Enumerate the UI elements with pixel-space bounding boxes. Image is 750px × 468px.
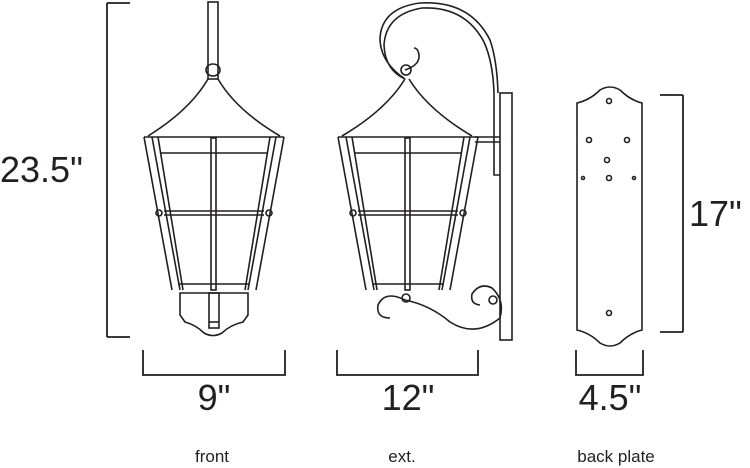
front-width-label: 9" xyxy=(198,377,231,418)
caption-ext: ext. xyxy=(388,447,415,466)
height-dimension-line xyxy=(106,2,130,338)
extension-label: 12" xyxy=(382,377,435,418)
side-view-lantern xyxy=(337,2,513,341)
back-plate-height-dimension-line xyxy=(660,94,684,333)
back-plate-width-label: 4.5" xyxy=(579,377,642,418)
back-plate-height-label: 17" xyxy=(689,193,742,234)
front-view-lantern xyxy=(143,1,285,337)
width-dimension-lines xyxy=(142,350,644,376)
back-plate xyxy=(576,86,643,347)
caption-front: front xyxy=(195,447,229,466)
height-label: 23.5" xyxy=(0,149,83,190)
caption-back-plate: back plate xyxy=(577,447,655,466)
